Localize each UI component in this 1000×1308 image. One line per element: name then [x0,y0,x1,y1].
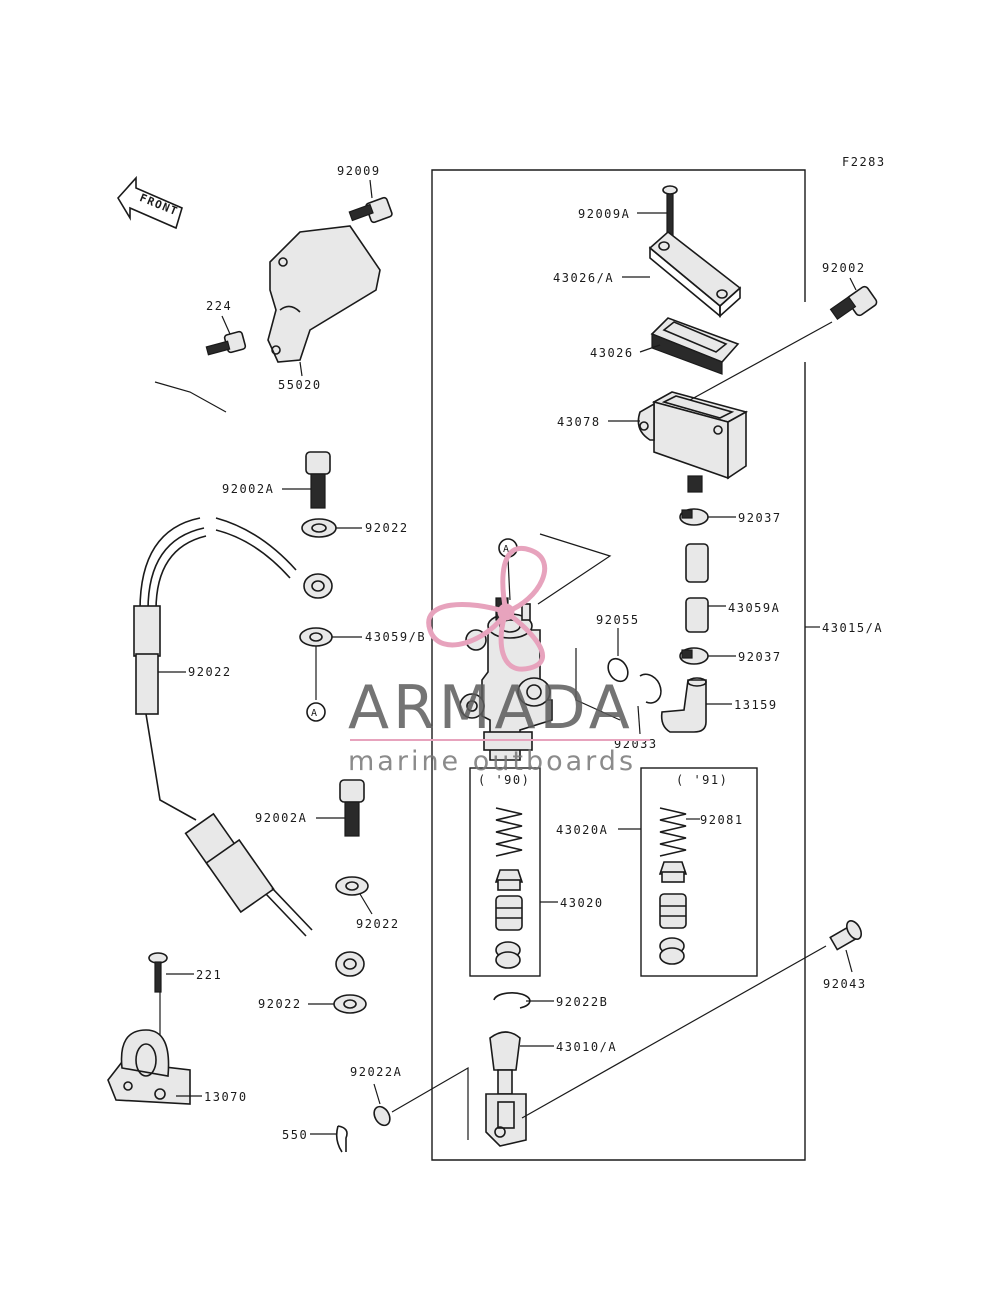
washer-92022-2-icon [299,627,333,647]
year-label-91: ( '91) [676,773,728,787]
part-label-92022-1: 92022 [365,521,409,535]
propeller-logo-icon [426,545,548,672]
part-label-92009: 92009 [337,164,381,178]
bolt-92009-icon [348,196,393,224]
diaphragm-43026-icon [650,317,740,375]
washer-92022-1-icon [301,518,337,538]
part-label-92022-4: 92022 [258,997,302,1011]
bolt-92002-icon [829,285,878,321]
piston-kit-43020-icon [494,807,524,969]
piston-kit-43020A-icon [658,807,688,965]
hose-clamp-92037-upper-icon [679,508,709,526]
banjo-bolt-92002A-bottom-icon [339,779,365,837]
reservoir-hose-43059A-icon [685,543,709,633]
bolt-224-icon [205,330,247,356]
part-label-92081: 92081 [700,813,744,827]
part-label-92055: 92055 [596,613,640,627]
o-ring-92055-icon [607,657,629,683]
bracket-55020-icon [267,225,381,363]
part-label-43010A: 43010/A [556,1040,617,1054]
part-label-92022-3: 92022 [356,917,400,931]
part-label-43020: 43020 [560,896,604,910]
clevis-pin-92043-icon [829,920,863,951]
part-label-43015A: 43015/A [822,621,883,635]
callout-a-letter: A [311,708,319,719]
year-box-91 [640,767,758,977]
figure-code: F2283 [842,155,886,169]
callout-a-left [306,702,326,722]
hose-clamp-92037-lower-icon [679,647,709,665]
year-label-90: ( '90) [478,773,530,787]
push-rod-43010A-icon [485,1031,527,1147]
washer-92022-4-icon [333,994,367,1014]
reservoir-body-43078-icon [637,391,749,493]
part-label-13159: 13159 [734,698,778,712]
reservoir-cap-43026A-icon [648,230,742,318]
brake-hose-43059B-icon [133,517,365,977]
screw-221-icon [148,952,168,993]
watermark-tagline: marine outboards [348,746,636,777]
part-label-92009A: 92009A [578,207,630,221]
part-label-13070: 13070 [204,1090,248,1104]
callout-a-letter: A [503,544,511,555]
washer-92022A-icon [373,1105,391,1127]
clamp-13070-icon [107,1029,191,1105]
part-label-221: 221 [196,968,222,982]
watermark-brand: ARMADA [348,673,634,743]
part-label-550: 550 [282,1128,308,1142]
part-label-92002: 92002 [822,261,866,275]
banjo-bolt-92002A-top-icon [305,451,331,509]
armada-watermark: ARMADA marine outboards [348,545,650,777]
part-label-43059B: 92022 [188,665,232,679]
part-label-92037-2: 92037 [738,650,782,664]
part-label-43020A: 43020A [556,823,608,837]
part-label-43078: 43078 [557,415,601,429]
front-arrow-icon: FRONT [117,175,183,230]
part-label-43059A: 43059A [728,601,780,615]
part-label-92022A: 92022A [350,1065,402,1079]
part-label-43026A: 43026/A [553,271,614,285]
part-label-92022B: 92022B [556,995,608,1009]
assembly-frame [431,169,806,1161]
part-label-224: 224 [206,299,232,313]
part-label-92037-1: 92037 [738,511,782,525]
circlip-92022B-icon [493,992,531,1009]
circlip-92033-icon [639,673,662,704]
washer-92022-3-icon [335,876,369,896]
part-label-92043: 92043 [823,977,867,991]
part-label-55020: 55020 [278,378,322,392]
elbow-fitting-13159-icon [660,677,707,733]
part-label-92002A-top: 92002A [222,482,274,496]
year-box-90 [469,767,541,977]
part-label-43026: 43026 [590,346,634,360]
part-label-92022-2: 43059/B [365,630,426,644]
part-label-92002A-bottom: 92002A [255,811,307,825]
cotter-pin-550-icon [335,1125,348,1153]
